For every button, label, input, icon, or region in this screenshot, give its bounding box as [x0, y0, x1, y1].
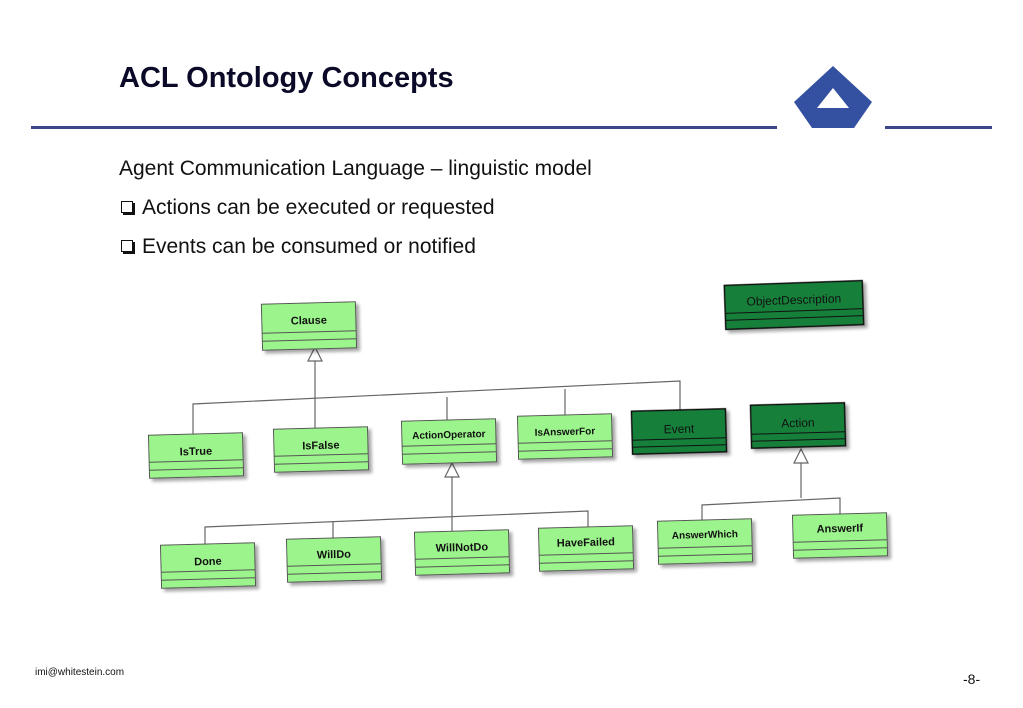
class-name: Done — [194, 556, 222, 569]
class-name: IsTrue — [180, 446, 213, 459]
clause-inheritance-connectors — [192, 360, 681, 436]
title-divider-right — [885, 126, 992, 129]
subtitle-line: Agent Communication Language – linguisti… — [119, 154, 819, 193]
slide-title: ACL Ontology Concepts — [119, 62, 454, 94]
class-name: IsFalse — [302, 440, 340, 453]
class-name: IsAnswerFor — [534, 426, 595, 439]
class-will-not-do: WillNotDo — [413, 529, 511, 576]
page-number: -8- — [963, 671, 981, 687]
action-operator-inheritance-arrowhead — [444, 461, 460, 478]
class-have-failed: HaveFailed — [537, 525, 635, 572]
checkbox-bullet-icon — [121, 201, 133, 213]
slide-content: Agent Communication Language – linguisti… — [119, 154, 819, 271]
class-name: Clause — [291, 315, 327, 328]
class-will-do: WillDo — [285, 536, 383, 583]
class-name: Action — [781, 416, 815, 431]
class-name: WillNotDo — [436, 541, 489, 554]
class-name: WillDo — [317, 549, 352, 562]
class-event: Event — [630, 408, 728, 455]
class-name: AnswerIf — [816, 522, 863, 535]
class-object-description: ObjectDescription — [723, 279, 865, 331]
class-is-false: IsFalse — [272, 426, 370, 473]
class-done: Done — [159, 542, 257, 589]
class-action: Action — [749, 402, 847, 449]
subtitle-text: Agent Communication Language – linguisti… — [119, 157, 592, 180]
class-name: ObjectDescription — [746, 291, 841, 308]
footer-email: imi@whitestein.com — [35, 667, 125, 678]
class-is-answer-for: IsAnswerFor — [516, 413, 614, 460]
class-name: ActionOperator — [412, 429, 486, 442]
class-name: HaveFailed — [557, 536, 615, 550]
class-clause: Clause — [260, 301, 358, 351]
bullet-text: Actions can be executed or requested — [142, 196, 495, 219]
class-answer-which: AnswerWhich — [656, 518, 754, 565]
action-inheritance-arrowhead — [793, 447, 809, 464]
class-action-operator: ActionOperator — [400, 418, 498, 465]
clause-inheritance-arrowhead — [307, 345, 323, 362]
bullet-item: Events can be consumed or notified — [119, 232, 819, 271]
class-name: AnswerWhich — [672, 529, 738, 542]
class-is-true: IsTrue — [147, 432, 245, 479]
whitestein-logo-icon — [794, 66, 872, 128]
action-operator-inheritance-connectors — [204, 476, 589, 546]
bullet-item: Actions can be executed or requested — [119, 193, 819, 232]
title-divider-left — [31, 126, 777, 129]
class-answer-if: AnswerIf — [791, 512, 889, 559]
bullet-text: Events can be consumed or notified — [142, 235, 476, 258]
class-name: Event — [663, 422, 695, 437]
action-inheritance-connectors — [701, 462, 841, 520]
checkbox-bullet-icon — [121, 240, 133, 252]
